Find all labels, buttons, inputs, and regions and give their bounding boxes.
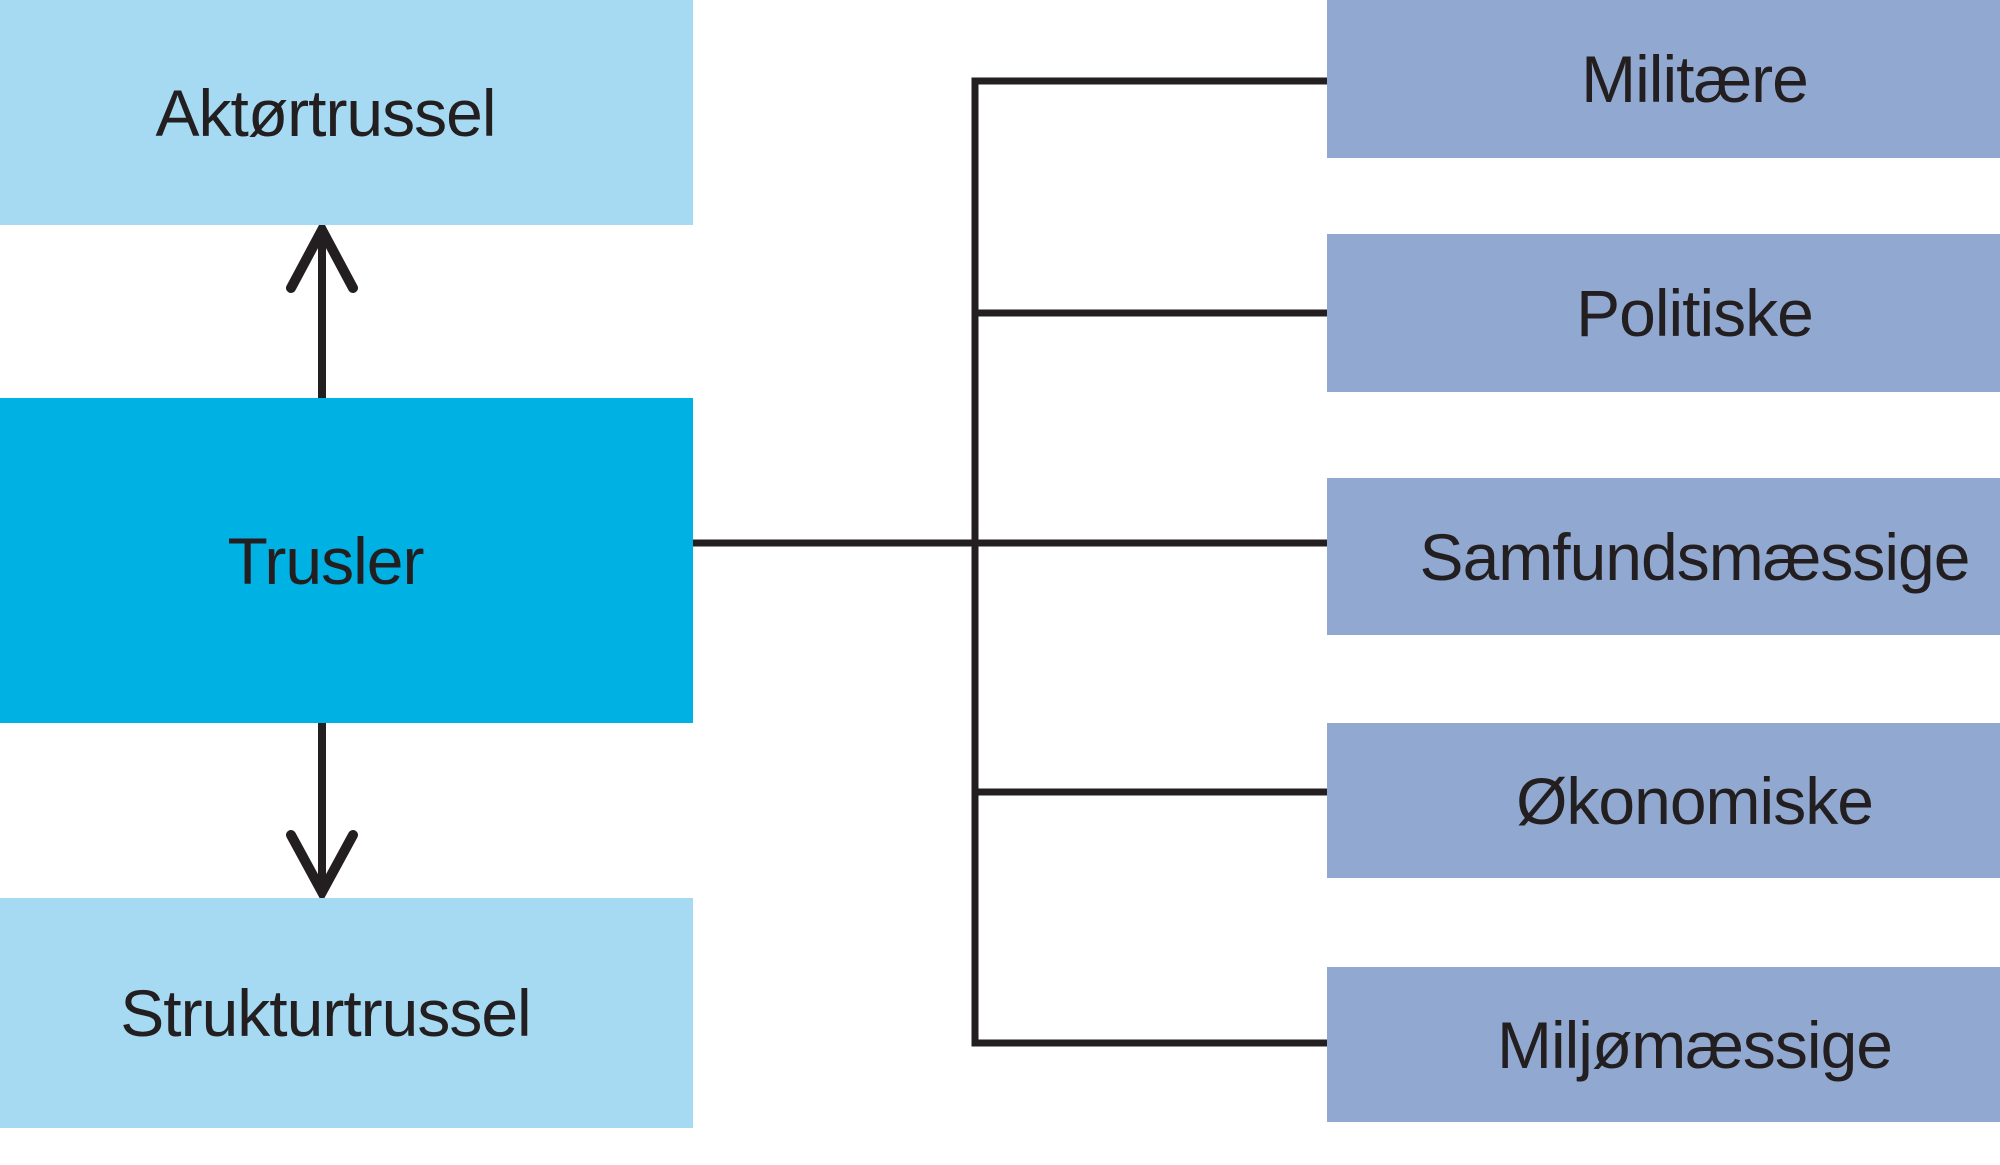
box-militaere-label: Militære	[1581, 42, 1809, 116]
box-militaere: Militære	[1327, 0, 2000, 158]
box-aktortrussel: Aktørtrussel	[0, 0, 693, 225]
box-okonomiske: Økonomiske	[1327, 723, 2000, 878]
box-politiske-label: Politiske	[1576, 276, 1814, 350]
up-arrow-icon	[286, 219, 358, 398]
box-trusler: Trusler	[0, 398, 693, 723]
box-samfundsmaessige: Samfundsmæssige	[1327, 478, 2000, 635]
box-aktortrussel-label: Aktørtrussel	[155, 75, 496, 150]
down-arrow-icon	[286, 723, 358, 903]
tree-connector-lines	[693, 77, 1327, 1047]
box-samfundsmaessige-label: Samfundsmæssige	[1419, 519, 1971, 594]
box-strukturtrussel-label: Strukturtrussel	[120, 976, 531, 1050]
box-miljomaessige-label: Miljømæssige	[1496, 1007, 1893, 1082]
box-strukturtrussel: Strukturtrussel	[0, 898, 693, 1128]
bracket-spine-line	[971, 77, 1327, 1047]
box-okonomiske-label: Økonomiske	[1516, 763, 1874, 838]
box-politiske: Politiske	[1327, 234, 2000, 392]
box-trusler-label: Trusler	[227, 523, 425, 598]
box-miljomaessige: Miljømæssige	[1327, 967, 2000, 1122]
